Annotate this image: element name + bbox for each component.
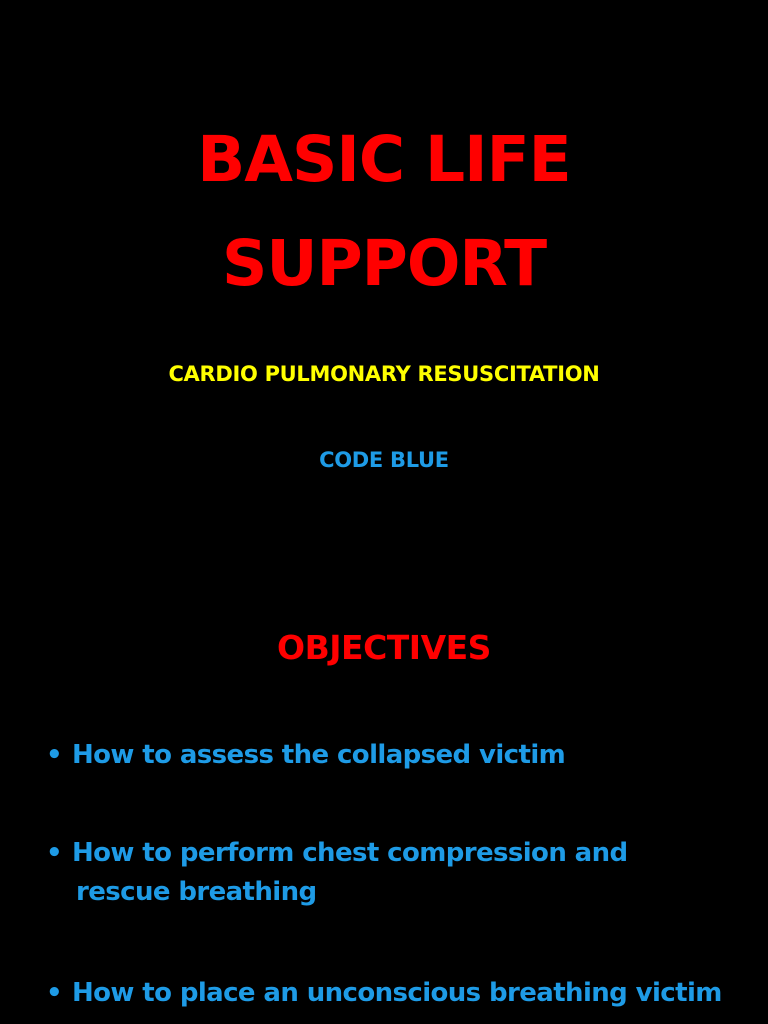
bullet-icon: • xyxy=(46,838,63,868)
slide-title-line-2: SUPPORT xyxy=(221,227,547,300)
slide-subtitle: CARDIO PULMONARY RESUSCITATION xyxy=(168,362,600,386)
bullet-icon: • xyxy=(46,740,63,770)
bullet-icon: • xyxy=(46,978,63,1008)
objective-text: How to place an unconscious breathing vi… xyxy=(72,978,722,1008)
objective-item: • How to perform chest compression and re… xyxy=(46,834,761,912)
objective-text: How to assess the collapsed victim xyxy=(72,740,566,770)
code-label: CODE BLUE xyxy=(319,448,449,472)
slide-title-line-1: BASIC LIFE xyxy=(197,123,571,196)
objective-item: • How to place an unconscious breathing v… xyxy=(46,974,761,1013)
objective-text: How to perform chest compression and xyxy=(72,838,628,868)
objectives-heading: OBJECTIVES xyxy=(277,628,491,667)
objective-text-continuation: rescue breathing xyxy=(76,877,317,907)
objective-item: • How to assess the collapsed victim xyxy=(46,736,761,775)
